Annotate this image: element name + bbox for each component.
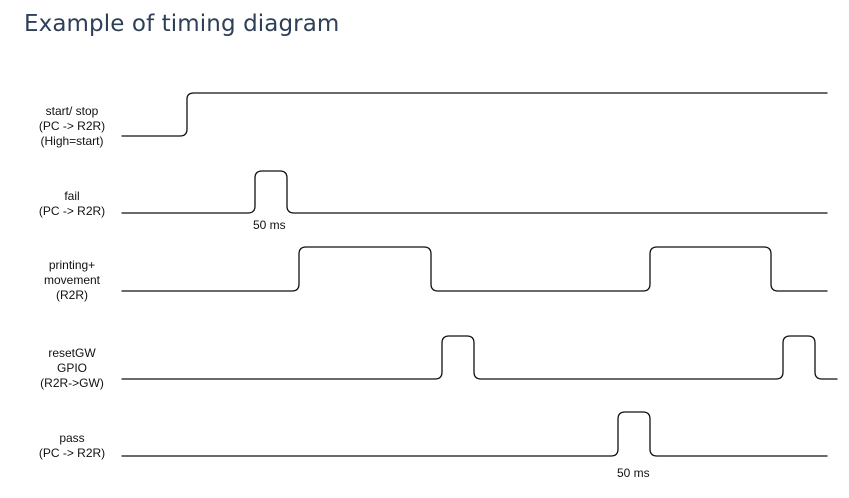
fail-pulse-width-label: 50 ms (253, 218, 286, 232)
signal-label-line: start/ stop (45, 104, 99, 118)
waveform-printing-movement (121, 246, 828, 292)
waveform-fail (121, 170, 828, 214)
signal-label-fail: fail (PC -> R2R) (7, 189, 137, 219)
signal-label-line: resetGW (48, 346, 96, 360)
signal-label-line: GPIO (56, 361, 87, 375)
signal-label-line: (High=start) (40, 134, 104, 148)
signal-label-line: (PC -> R2R) (38, 446, 106, 460)
signal-label-line: (R2R->GW) (40, 376, 104, 390)
signal-label-line: pass (59, 431, 85, 445)
signal-label-line: movement (43, 273, 101, 287)
signal-label-start-stop: start/ stop (PC -> R2R) (High=start) (7, 104, 137, 149)
pass-pulse-width-label: 50 ms (617, 466, 650, 480)
signal-label-line: (PC -> R2R) (38, 204, 106, 218)
page-title: Example of timing diagram (24, 11, 340, 37)
signal-label-line: (PC -> R2R) (38, 119, 106, 133)
signal-label-line: fail (64, 189, 80, 203)
signal-label-printing-movement: printing+ movement (R2R) (7, 258, 137, 303)
signal-label-line: (R2R) (56, 288, 88, 302)
signal-label-pass: pass (PC -> R2R) (7, 431, 137, 461)
signal-label-resetgw-gpio: resetGW GPIO (R2R->GW) (7, 346, 137, 391)
waveform-pass (121, 411, 828, 457)
signal-label-line: printing+ (48, 258, 96, 272)
waveform-resetgw-gpio (121, 335, 838, 380)
waveform-start-stop (121, 92, 828, 137)
